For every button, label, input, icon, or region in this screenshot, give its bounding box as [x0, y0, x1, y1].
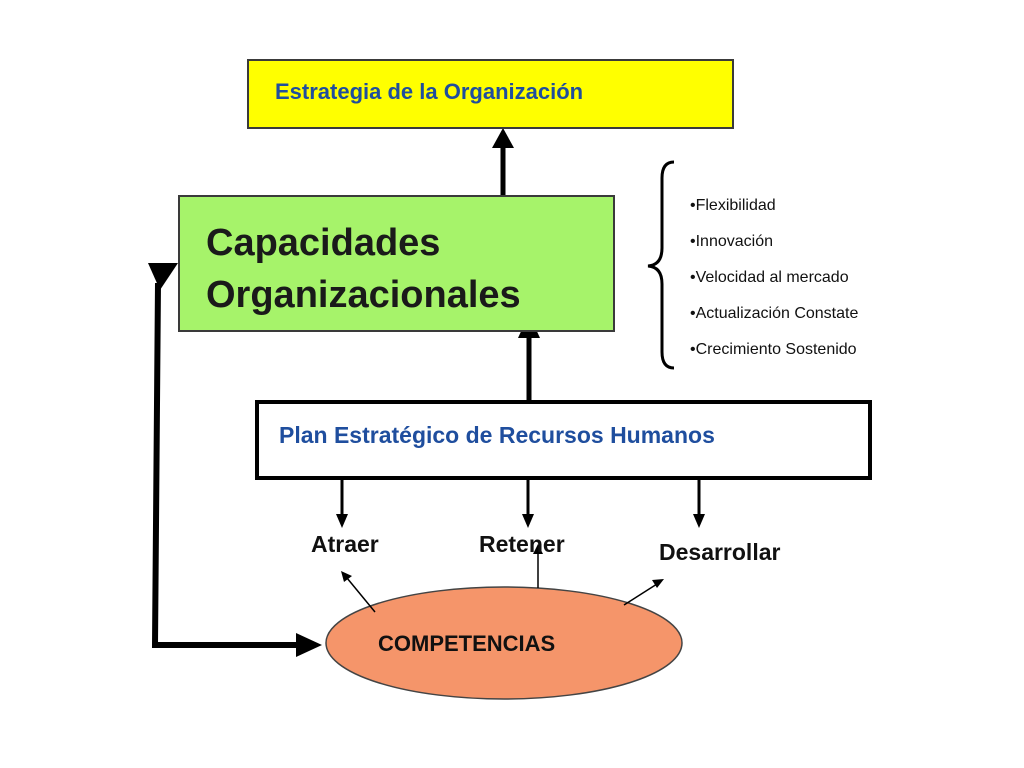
- competencias-to-attract-arrow: [341, 571, 376, 613]
- capabilities-line-1: Capacidades: [206, 222, 441, 264]
- feedback-loop-arrow: [148, 263, 322, 657]
- capabilities-list-item: •Velocidad al mercado: [690, 269, 849, 286]
- strategy-label: Estrategia de la Organización: [275, 79, 584, 104]
- competencias-ellipse: [325, 586, 683, 700]
- competencias-to-develop-arrow: [623, 579, 664, 606]
- capabilities-line-2: Organizacionales: [206, 274, 521, 316]
- retain-label: Retener: [479, 531, 565, 557]
- hr-plan-box: Plan Estratégico de Recursos Humanos: [255, 400, 872, 480]
- competencias-to-retain-arrow: [533, 544, 543, 588]
- capabilities-box: Capacidades Organizacionales: [178, 195, 615, 332]
- capabilities-list: •Flexibilidad •Innovación •Velocidad al …: [690, 196, 858, 376]
- capabilities-title: Capacidades Organizacionales: [206, 217, 521, 321]
- attract-label: Atraer: [311, 531, 379, 557]
- competencias-label: COMPETENCIAS: [378, 631, 556, 656]
- capabilities-list-item: •Flexibilidad: [690, 197, 776, 214]
- strategy-box: Estrategia de la Organización: [247, 59, 734, 129]
- capabilities-list-item: •Crecimiento Sostenido: [690, 341, 857, 358]
- curly-brace: [647, 160, 675, 370]
- develop-label: Desarrollar: [659, 539, 781, 565]
- capabilities-list-item: •Actualización Constate: [690, 305, 859, 322]
- capabilities-list-item: •Innovación: [690, 233, 773, 250]
- hr-plan-label: Plan Estratégico de Recursos Humanos: [279, 422, 715, 448]
